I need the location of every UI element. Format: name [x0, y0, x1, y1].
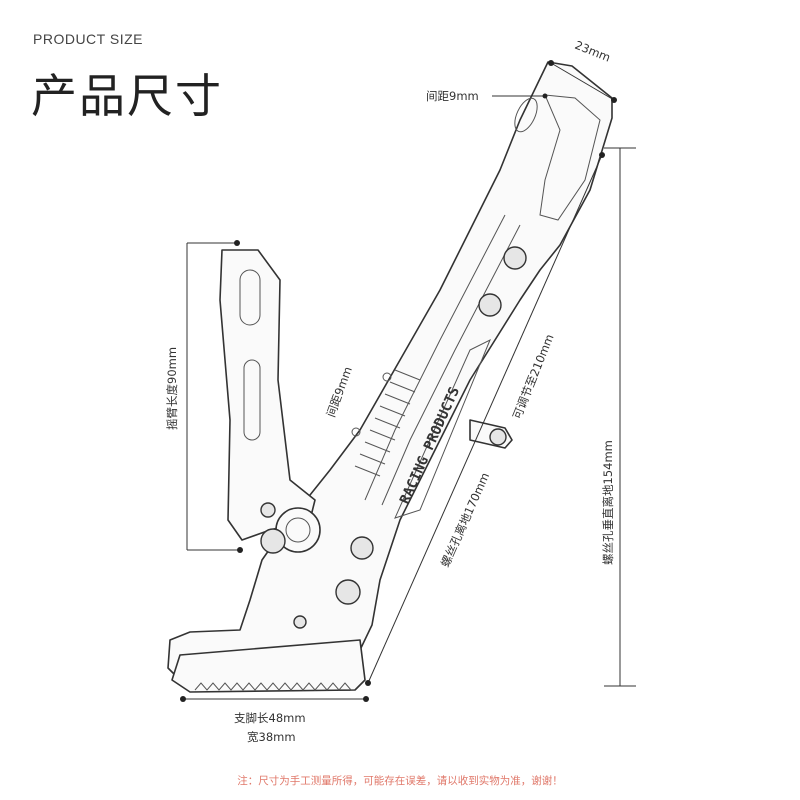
arm-slot-upper: [239, 269, 261, 326]
top-hole: [514, 97, 538, 133]
foot-teeth: [194, 682, 352, 691]
dim-adjustable: 可调节至210mm: [510, 332, 557, 421]
dim-gap-top: 间距9mm: [426, 89, 479, 103]
brand-band: [394, 338, 491, 519]
footer-note: 注：尺寸为手工测量所得，可能存在误差，请以收到实物为准，谢谢！: [237, 775, 563, 787]
page-title: 产品尺寸: [31, 69, 223, 123]
kickstand-illustration: RACING PRODUCTS: [167, 61, 613, 693]
dim-width-top: 23mm: [573, 38, 613, 65]
foot-serrated: [171, 639, 366, 693]
dim-gap-middle: 间距9mm: [324, 365, 355, 419]
dim-foot-width: 宽38mm: [247, 730, 296, 744]
grip-ribs: [354, 369, 421, 477]
section-eyebrow: PRODUCT SIZE: [33, 31, 143, 47]
bolt-icon: [260, 246, 527, 629]
dim-screw-vertical: 螺丝孔垂直离地154mm: [601, 440, 615, 565]
dim-screw-ground: 螺丝孔离地170mm: [438, 470, 492, 569]
fork-slot: [539, 94, 601, 221]
arm-slot-lower: [243, 359, 261, 441]
swing-arm-plate: [219, 249, 316, 541]
dim-foot-length: 支脚长48mm: [234, 711, 306, 725]
dim-arm-length: 摇臂长度90mm: [165, 347, 179, 430]
